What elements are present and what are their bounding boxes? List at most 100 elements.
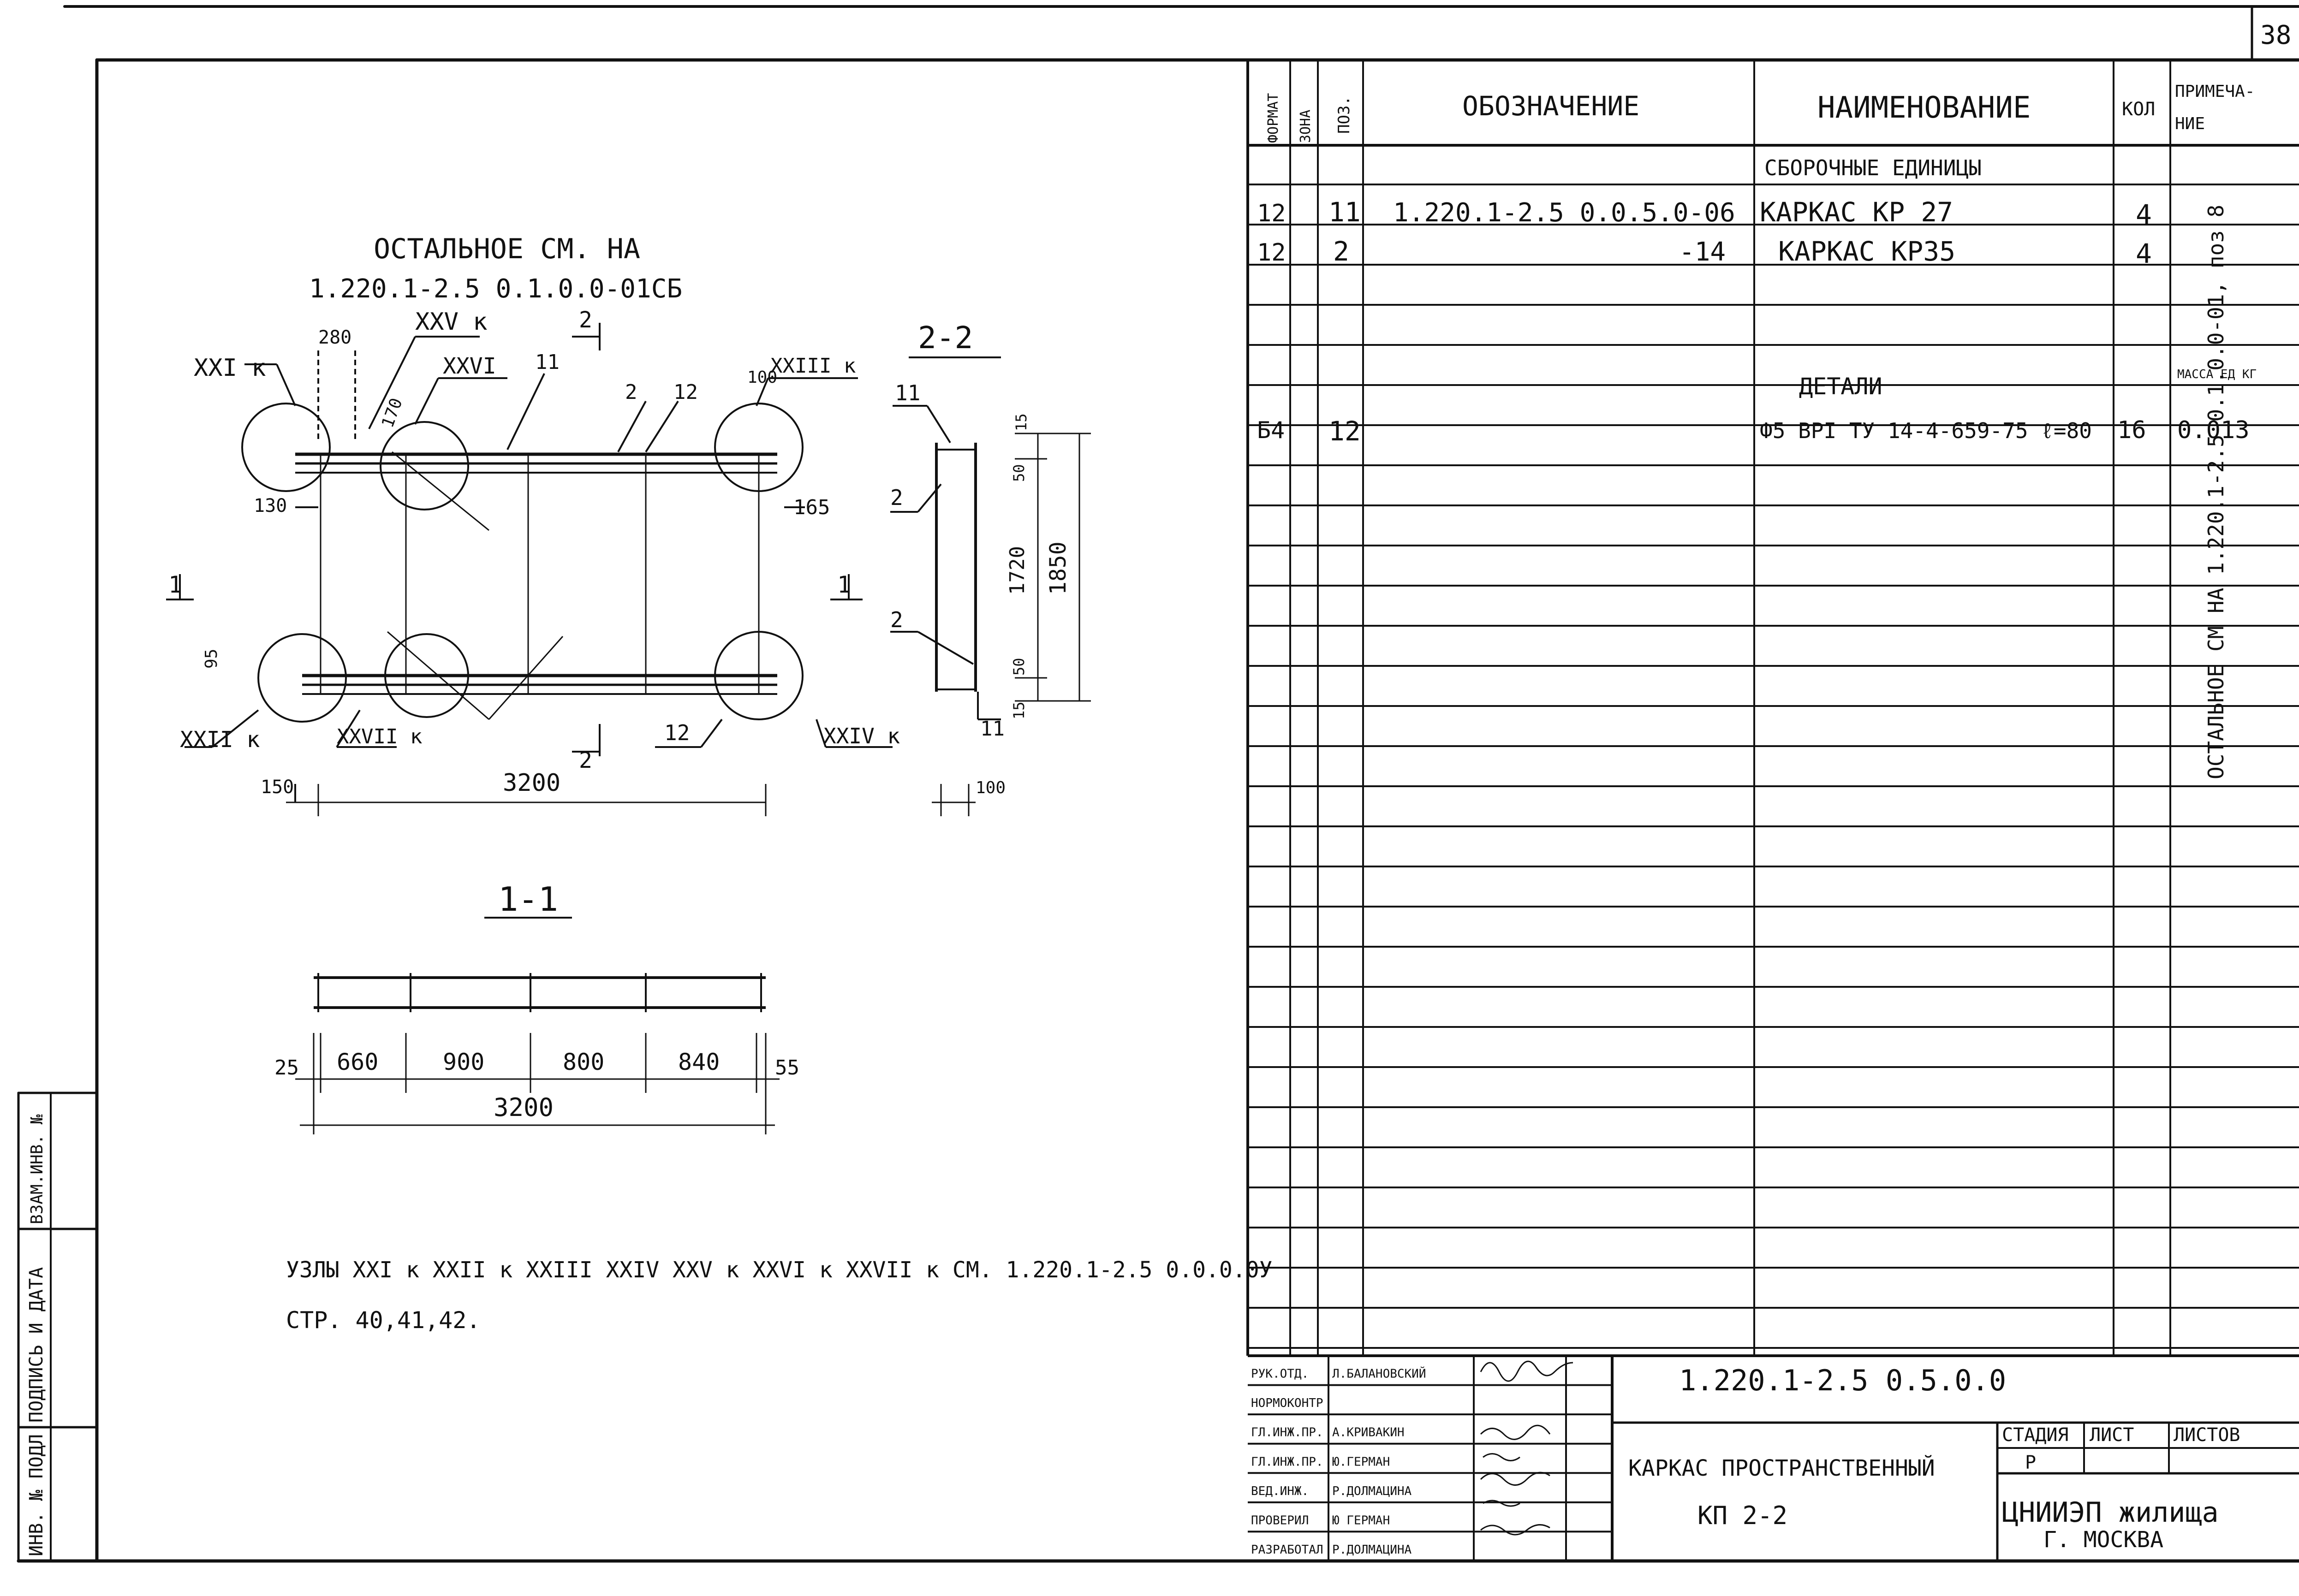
pos-12a: 12: [673, 380, 698, 404]
stamp-person-name: Р.ДОЛМАЦИНА: [1332, 1484, 1412, 1498]
stamp-stage-value: Р: [2025, 1452, 2036, 1473]
header-zone: ЗОНА: [1298, 110, 1314, 143]
dim-150: 150: [261, 777, 294, 798]
cut-1b: 1: [837, 571, 851, 598]
stamp-person-name: Л.БАЛАНОВСКИЙ: [1332, 1366, 1426, 1381]
cut-2b: 2: [579, 748, 592, 773]
dim-165: 165: [793, 496, 830, 519]
stamp-sheets-label: ЛИСТОВ: [2174, 1424, 2240, 1446]
pos-12b: 12: [664, 720, 690, 745]
dim-15b: 15: [1010, 701, 1028, 719]
stamp-role: РУК.ОТД.: [1251, 1367, 1309, 1381]
stamp-role: РАЗРАБОТАЛ: [1251, 1543, 1323, 1557]
header-qty: КОЛ: [2122, 99, 2155, 120]
nodes-note-2: СТР. 40,41,42.: [286, 1307, 480, 1334]
dim-3200b: 3200: [494, 1093, 554, 1122]
row-3-format: Б4: [1257, 417, 1285, 444]
row-1-format: 12: [1257, 200, 1286, 227]
row-3-qty: 16: [2117, 416, 2146, 444]
cut-2a: 2: [579, 307, 592, 333]
stamp-code: 1.220.1-2.5 0.5.0.0: [1679, 1364, 2006, 1397]
stamp-person-name: Ю ГЕРМАН: [1332, 1513, 1390, 1527]
stamp-role: ГЛ.ИНЖ.ПР.: [1251, 1455, 1323, 1469]
plan-view: [166, 323, 893, 816]
row-1-qty: 4: [2136, 199, 2152, 230]
section-assemblies: СБОРОЧНЫЕ ЕДИНИЦЫ: [1764, 155, 1982, 180]
row-3-pos: 12: [1328, 415, 1361, 447]
stamp-title-1: КАРКАС ПРОСТРАНСТВЕННЫЙ: [1628, 1455, 1935, 1481]
mass-header: МАССА ЕД КГ: [2177, 368, 2257, 381]
label-xxiii: XXIII к: [770, 354, 856, 378]
label-xxv: XXV к: [415, 308, 488, 336]
header-name: НАИМЕНОВАНИЕ: [1817, 91, 2031, 125]
stamp-org-2: Г. МОСКВА: [2043, 1527, 2163, 1553]
dim-55: 55: [775, 1056, 799, 1080]
row-1-pos: 11: [1328, 196, 1361, 228]
row-2-qty: 4: [2136, 238, 2152, 269]
strip-inv-repl: ВЗАМ.ИНВ. №: [28, 1114, 47, 1224]
dim-100a: 100: [747, 368, 777, 387]
stamp-role: НОРМОКОНТР: [1251, 1396, 1323, 1410]
dim-660: 660: [337, 1049, 378, 1075]
section-details: ДЕТАЛИ: [1799, 373, 1882, 400]
section-2-2: [890, 356, 1091, 816]
dim-130: 130: [254, 495, 287, 516]
dim-3200a: 3200: [503, 769, 560, 797]
vertical-note: ОСТАЛЬНОЕ СМ НА 1.220.1-2.5-0.1.0.0-01, …: [2204, 205, 2228, 779]
dim-1850: 1850: [1045, 541, 1071, 595]
stamp-role: ВЕД.ИНЖ.: [1251, 1484, 1309, 1498]
stamp-role: ГЛ.ИНЖ.ПР.: [1251, 1426, 1323, 1440]
row-2-name: КАРКАС КР35: [1778, 236, 1955, 267]
row-2-designation: -14: [1679, 237, 1726, 267]
dim-50a: 50: [1010, 464, 1028, 482]
cut-1a: 1: [168, 571, 182, 598]
stamp-org-1: ЦНИИЭП жилища: [2002, 1496, 2219, 1529]
label-xxii: XXII к: [180, 727, 260, 753]
label-xxvii: XXVII к: [337, 725, 422, 748]
dim-25: 25: [274, 1056, 299, 1080]
signatures: [1480, 1360, 1573, 1536]
row-1-designation: 1.220.1-2.5 0.0.5.0-06: [1393, 198, 1735, 228]
row-3-note: 0.013: [2177, 416, 2250, 444]
row-3-name: Ф5 ВРI ТУ 14-4-659-75 ℓ=80: [1760, 418, 2092, 443]
stamp-person-name: А.КРИВАКИН: [1332, 1426, 1405, 1440]
row-2-format: 12: [1257, 239, 1286, 267]
pos-2a: 2: [625, 380, 637, 404]
s22-pos-11b: 11: [980, 717, 1005, 741]
section-2-2-title: 2-2: [918, 320, 973, 356]
header-note: ПРИМЕЧА-НИЕ: [2175, 82, 2255, 133]
stamp-person-name: Ю.ГЕРМАН: [1332, 1455, 1390, 1469]
dim-50b: 50: [1010, 658, 1028, 676]
section-1-1-title: 1-1: [498, 880, 558, 919]
dim-1720: 1720: [1006, 546, 1029, 595]
dim-900: 900: [443, 1049, 484, 1075]
dim-100b: 100: [976, 778, 1006, 797]
stamp-role: ПРОВЕРИЛ: [1251, 1513, 1309, 1527]
stamp-person-name: Р.ДОЛМАЦИНА: [1332, 1543, 1412, 1557]
sheet-number: 38: [2260, 20, 2291, 50]
drawing-text: 38 ФОРМАТ ЗОНА ПОЗ. ОБОЗНАЧЕНИЕ НАИМЕНОВ…: [26, 20, 2291, 1557]
label-xxiv: XXIV к: [823, 724, 900, 748]
pos-11a: 11: [535, 350, 560, 374]
s22-pos-11a: 11: [895, 380, 920, 405]
label-xxi: XXI к: [194, 354, 266, 382]
dim-15a: 15: [1013, 413, 1030, 431]
note-top-1: ОСТАЛЬНОЕ СМ. НА: [374, 233, 640, 265]
strip-sign-date: ПОДПИСЬ И ДАТА: [26, 1267, 47, 1423]
nodes-note-1: УЗЛЫ XXI к XXII к XXIII XXIV XXV к XXVI …: [286, 1257, 1272, 1283]
row-2-pos: 2: [1333, 236, 1349, 267]
header-designation: ОБОЗНАЧЕНИЕ: [1462, 90, 1639, 122]
dim-95: 95: [202, 649, 221, 669]
row-1-name: КАРКАС КР 27: [1760, 196, 1953, 228]
header-format: ФОРМАТ: [1265, 93, 1281, 143]
dim-800: 800: [563, 1049, 604, 1075]
strip-inv-orig: ИНВ. № ПОДЛ: [26, 1434, 47, 1556]
stamp-title-2: КП 2-2: [1697, 1501, 1787, 1530]
s22-pos-2a: 2: [890, 485, 903, 510]
section-1-1: [295, 917, 780, 1134]
header-pos: ПОЗ.: [1335, 96, 1353, 134]
note-top-2: 1.220.1-2.5 0.1.0.0-01СБ: [309, 274, 682, 304]
label-xxvi: XXVI: [443, 353, 496, 379]
s22-pos-2b: 2: [890, 607, 903, 632]
